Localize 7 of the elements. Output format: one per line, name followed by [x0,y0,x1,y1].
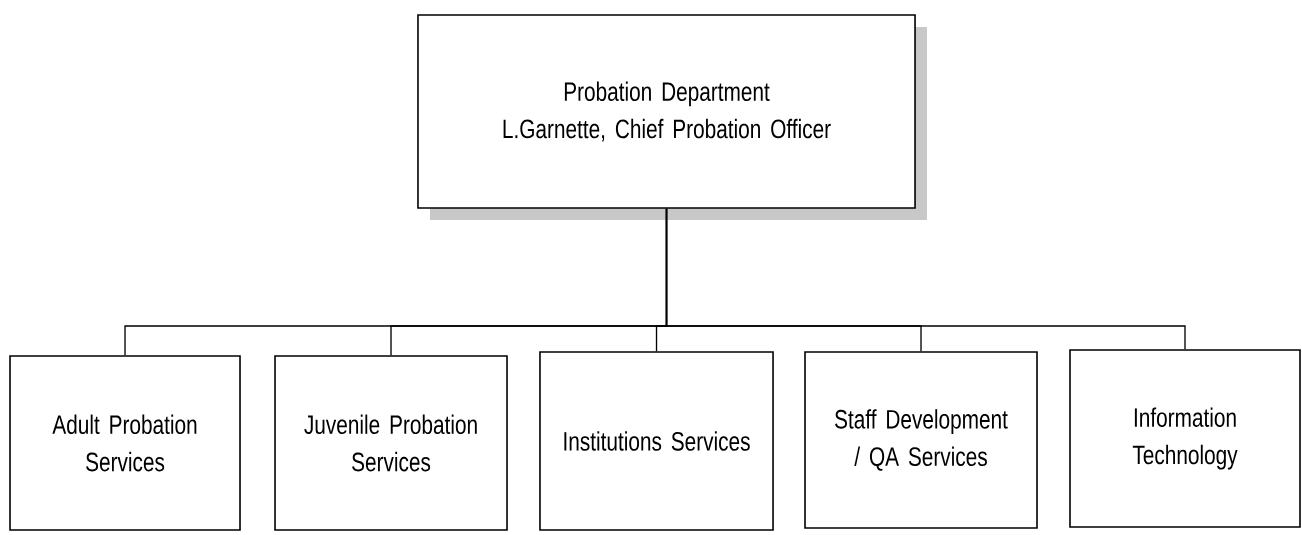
unit-box: Staff Development / QA Services [804,351,1038,529]
unit-box: Juvenile Probation Services [274,355,508,531]
unit-box: Adult Probation Services [9,355,241,531]
title-box: Probation Department L.Garnette, Chief Probation Officer [417,14,927,220]
connector-line [665,208,1186,350]
unit-box: Institutions Services [539,351,774,531]
unit-box: Information Technology [1069,349,1301,528]
